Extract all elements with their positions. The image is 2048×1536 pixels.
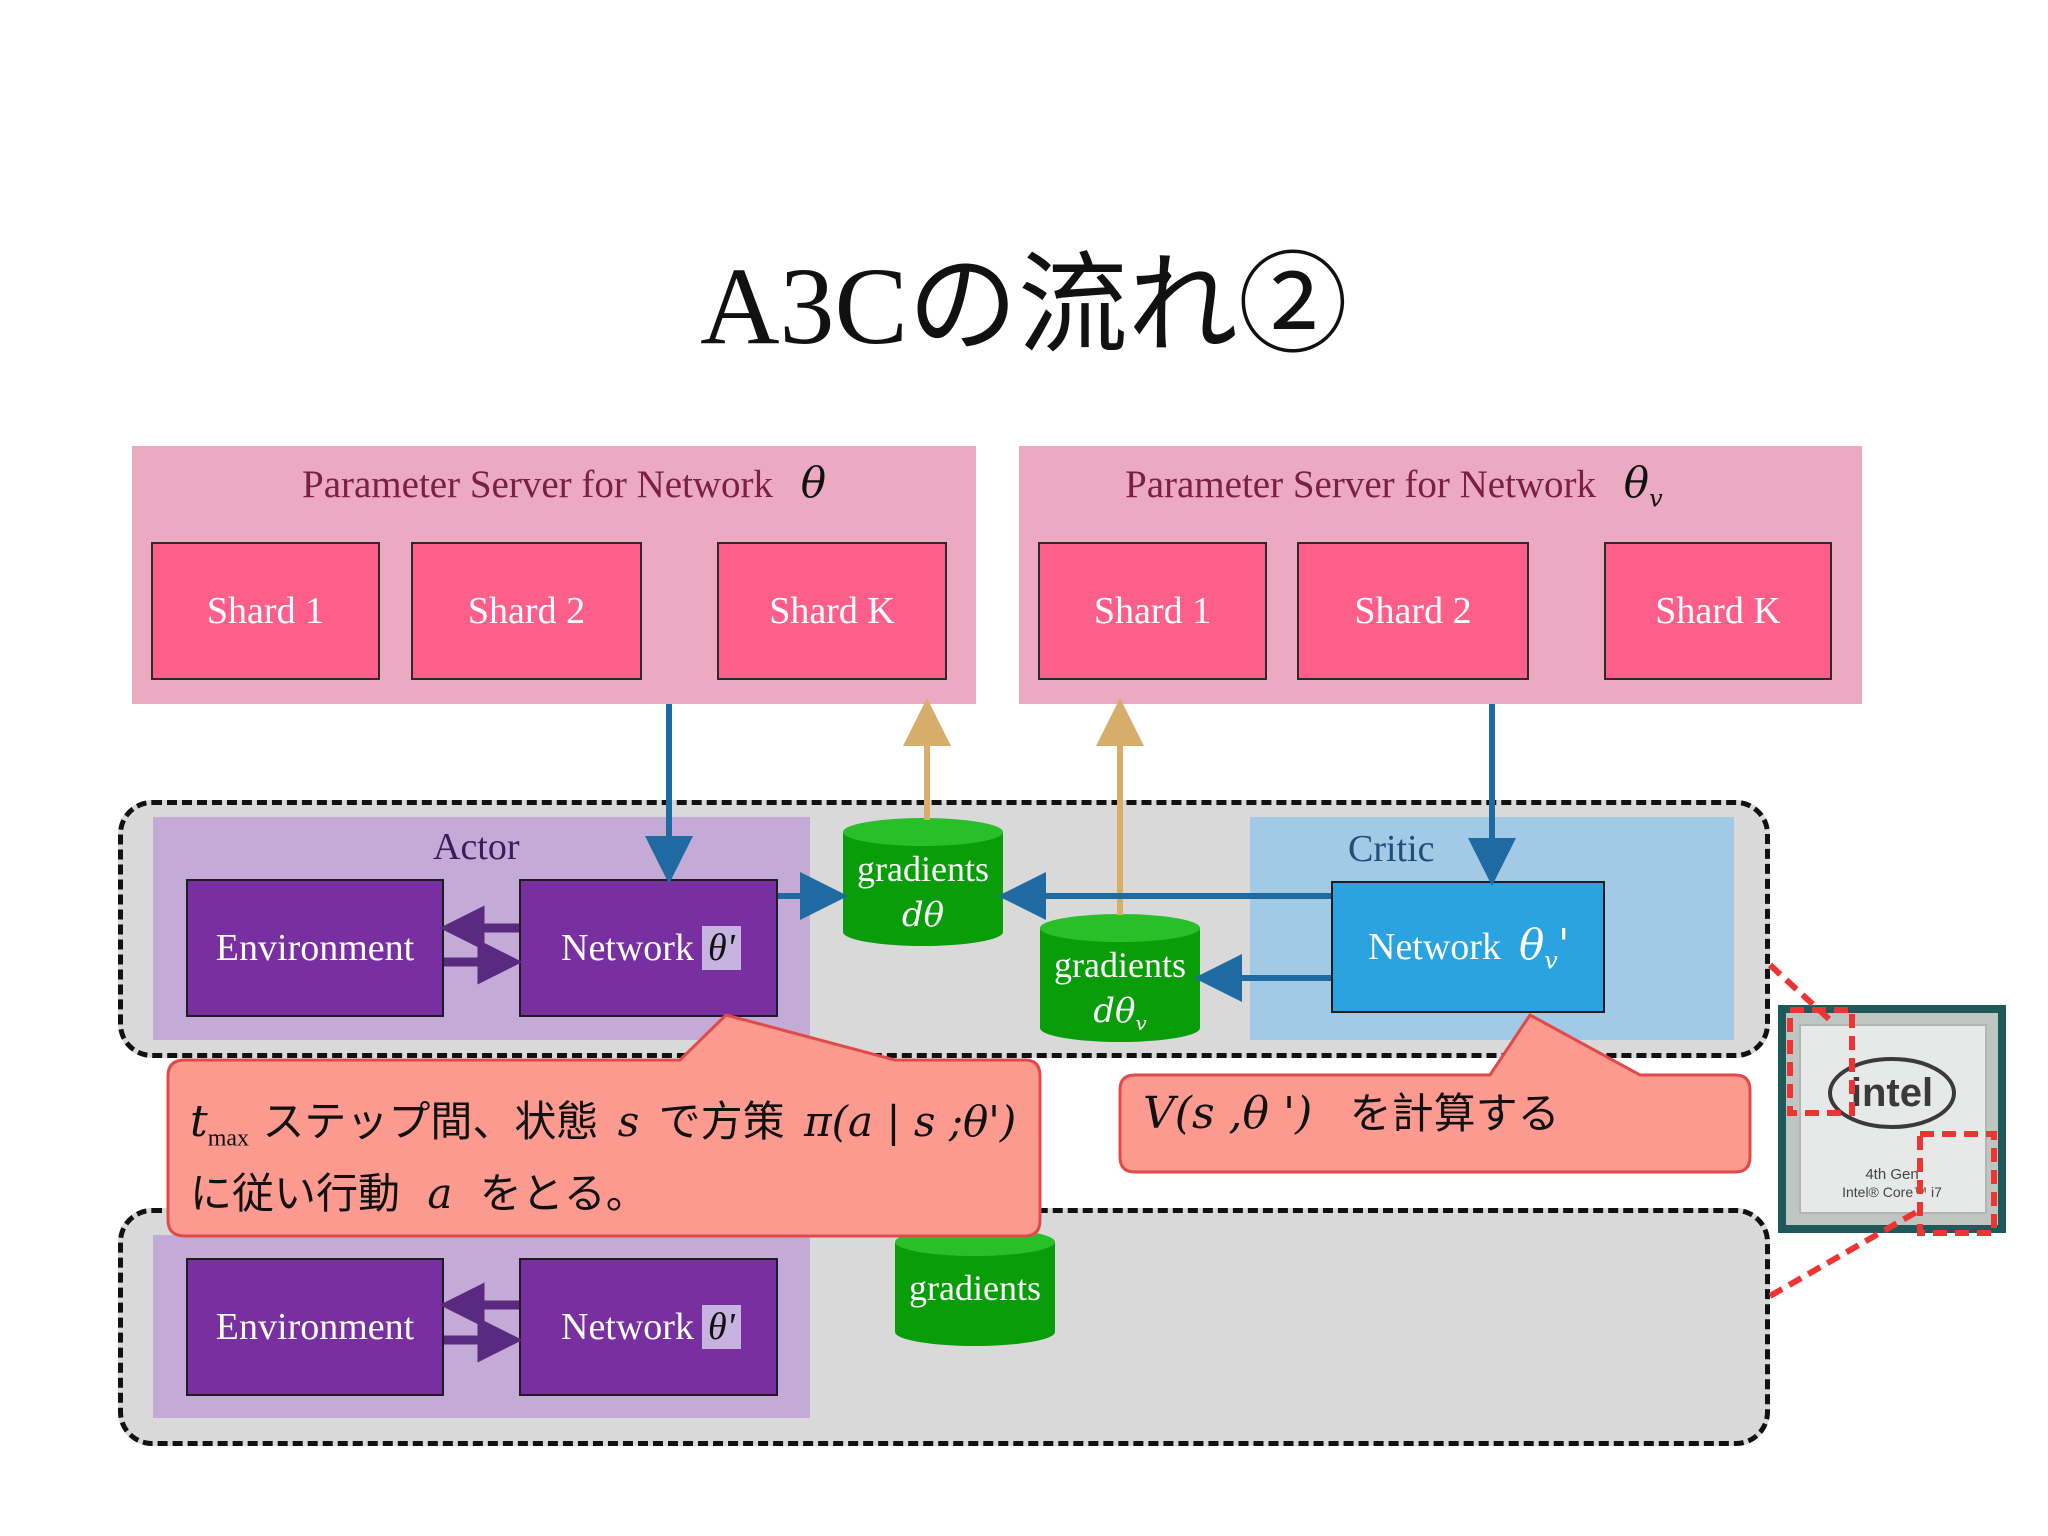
gradients-critic-cylinder — [1040, 914, 1200, 1042]
actor-network-box: Network θ' — [519, 879, 778, 1017]
gradients-actor-label: gradients dθ — [857, 849, 989, 935]
actor-network-box-2: Network θ' — [519, 1258, 778, 1396]
critic-label: Critic — [1348, 828, 1435, 870]
cpu-line1: 4th Gen — [1865, 1166, 1918, 1183]
parameter-server-title: Parameter Server for Network θ — [302, 458, 827, 507]
parameter-server-theta: Parameter Server for Network θ Shard 1 S… — [132, 446, 976, 704]
shard-k: Shard K — [717, 542, 947, 680]
critic-callout-text: V(s ,θ ') を計算する — [1143, 1088, 1560, 1139]
shard-1: Shard 1 — [1038, 542, 1267, 680]
shard-2: Shard 2 — [411, 542, 642, 680]
cpu-line2: Intel® Core™ i7 — [1842, 1184, 1942, 1200]
critic-network-box: Network θv' — [1331, 881, 1605, 1013]
theta-v-prime-symbol: θv' — [1518, 919, 1570, 975]
slide-title: A3Cの流れ② — [700, 245, 1348, 367]
actor-callout-text: tmax ステップ間、状態 s で方策 π(a | s ;θ') に従い行動 a… — [190, 1094, 1030, 1222]
theta-prime-badge: θ' — [701, 926, 741, 970]
cpu-chip-image: intel 4th Gen Intel® Core™ i7 — [1767, 962, 2006, 1299]
cpu-brand: intel — [1851, 1071, 1933, 1115]
shard-2: Shard 2 — [1297, 542, 1529, 680]
theta-prime-badge: θ' — [701, 1305, 741, 1349]
critic-callout-bubble — [1118, 1013, 1752, 1174]
actor-callout-bubble — [166, 1013, 1042, 1238]
environment-box-2: Environment — [186, 1258, 444, 1396]
environment-box: Environment — [186, 879, 444, 1017]
theta-symbol: θ — [800, 458, 827, 507]
parameter-server-theta-v: Parameter Server for Network θv Shard 1 … — [1019, 446, 1862, 704]
parameter-server-title: Parameter Server for Network θv — [1125, 458, 1663, 513]
gradients-critic-label: gradients dθv — [1054, 945, 1186, 1035]
shard-1: Shard 1 — [151, 542, 380, 680]
gradients-label-2: gradients — [909, 1268, 1041, 1308]
gradients-actor-cylinder — [843, 818, 1003, 946]
theta-v-symbol: θv — [1623, 458, 1663, 513]
actor-callout-line2: に従い行動 a をとる。 — [190, 1169, 648, 1219]
shard-k: Shard K — [1604, 542, 1832, 680]
actor-callout-line1: tmax ステップ間、状態 s で方策 π(a | s ;θ') — [190, 1096, 1017, 1152]
actor-label: Actor — [433, 826, 520, 868]
